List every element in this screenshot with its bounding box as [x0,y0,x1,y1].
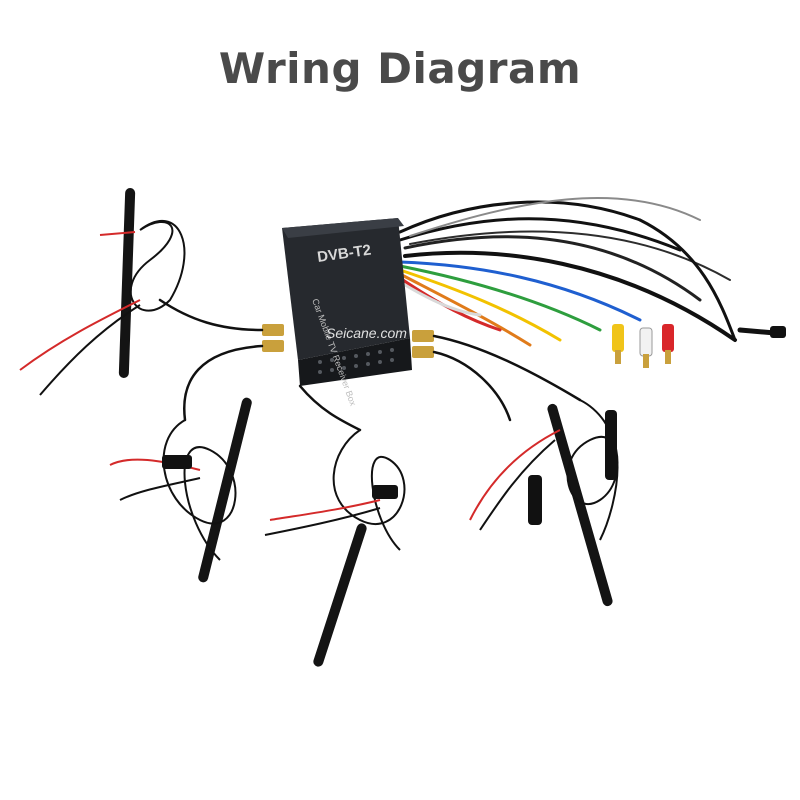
wiring-harness [398,196,786,368]
antenna-2 [109,397,252,583]
antenna-1 [19,188,186,396]
antenna-cables [158,298,582,432]
page-title: Wring Diagram [218,44,582,93]
receiver-box: DVB-T2 Car Mobile TV Receiver Box [282,218,412,408]
antenna-4 [469,399,619,607]
watermark: Seicane.com [326,325,407,341]
antenna-connectors [262,324,434,358]
antenna-3 [264,429,406,667]
